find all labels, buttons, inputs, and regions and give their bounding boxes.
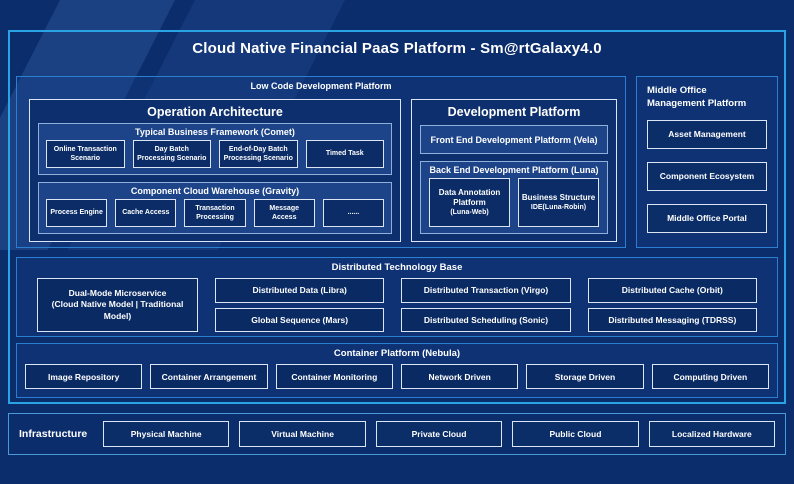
main-frame: Cloud Native Financial PaaS Platform - S… bbox=[8, 30, 786, 404]
infrastructure-panel: Infrastructure Physical Machine Virtual … bbox=[8, 413, 786, 455]
development-platform-box: Development Platform Front End Developme… bbox=[411, 99, 617, 242]
private-cloud-box: Private Cloud bbox=[375, 421, 503, 447]
distributed-technology-base-label: Distributed Technology Base bbox=[331, 262, 463, 273]
low-code-development-platform-panel: Low Code Development Platform Operation … bbox=[16, 76, 626, 248]
container-platform-panel: Container Platform (Nebula) Image Reposi… bbox=[16, 343, 778, 398]
distributed-column: Distributed Cache (Orbit) Distributed Me… bbox=[587, 278, 757, 332]
dual-mode-microservice-sublabel: (Cloud Native Model | Traditional Model) bbox=[51, 299, 184, 321]
ellipsis-box: ...... bbox=[322, 199, 385, 227]
network-driven-box: Network Driven bbox=[400, 364, 519, 389]
distributed-column: Distributed Transaction (Virgo) Distribu… bbox=[401, 278, 571, 332]
middle-office-portal-box: Middle Office Portal bbox=[647, 203, 767, 233]
front-end-development-platform-box: Front End Development Platform (Vela) bbox=[420, 125, 608, 154]
component-cloud-warehouse-panel: Component Cloud Warehouse (Gravity) Proc… bbox=[38, 182, 392, 234]
transaction-processing-box: Transaction Processing bbox=[184, 199, 246, 227]
back-end-development-platform-title: Back End Development Platform (Luna) bbox=[429, 165, 599, 175]
container-monitoring-box: Container Monitoring bbox=[275, 364, 393, 389]
day-batch-processing-scenario-box: Day Batch Processing Scenario bbox=[132, 140, 211, 168]
distributed-cache-box: Distributed Cache (Orbit) bbox=[587, 278, 757, 303]
distributed-technology-base-panel: Distributed Technology Base Dual-Mode Mi… bbox=[16, 257, 778, 337]
image-repository-box: Image Repository bbox=[25, 364, 143, 389]
middle-office-label: Middle Office Management Platform bbox=[647, 85, 747, 109]
asset-management-box: Asset Management bbox=[647, 119, 767, 149]
component-ecosystem-box: Component Ecosystem bbox=[647, 161, 767, 191]
business-structure-ide-box: Business Structure IDE(Luna-Robin) bbox=[518, 178, 599, 227]
physical-machine-box: Physical Machine bbox=[103, 421, 230, 447]
infrastructure-label: Infrastructure bbox=[19, 428, 88, 440]
data-annotation-platform-label: Data Annotation Platform bbox=[438, 187, 501, 207]
back-end-row: Data Annotation Platform (Luna-Web) Busi… bbox=[421, 178, 607, 233]
operation-architecture-box: Operation Architecture Typical Business … bbox=[29, 99, 401, 242]
distributed-technology-row: Dual-Mode Microservice (Cloud Native Mod… bbox=[17, 278, 777, 332]
dual-mode-microservice-box: Dual-Mode Microservice (Cloud Native Mod… bbox=[37, 278, 198, 332]
cache-access-box: Cache Access bbox=[115, 199, 177, 227]
localized-hardware-box: Localized Hardware bbox=[648, 421, 776, 447]
business-structure-ide-label: Business Structure bbox=[521, 192, 596, 202]
business-structure-ide-sublabel: IDE(Luna-Robin) bbox=[530, 204, 587, 212]
container-platform-row: Image Repository Container Arrangement C… bbox=[17, 364, 777, 389]
low-code-platform-label: Low Code Development Platform bbox=[250, 81, 392, 91]
computing-driven-box: Computing Driven bbox=[651, 364, 769, 389]
component-cloud-warehouse-title: Component Cloud Warehouse (Gravity) bbox=[130, 186, 300, 196]
development-platform-title: Development Platform bbox=[447, 105, 581, 119]
distributed-messaging-box: Distributed Messaging (TDRSS) bbox=[587, 307, 757, 332]
back-end-development-platform-panel: Back End Development Platform (Luna) Dat… bbox=[420, 161, 608, 234]
online-transaction-scenario-box: Online Transaction Scenario bbox=[46, 140, 125, 168]
end-of-day-batch-processing-scenario-box: End-of-Day Batch Processing Scenario bbox=[219, 140, 298, 168]
container-arrangement-box: Container Arrangement bbox=[150, 364, 268, 389]
process-engine-box: Process Engine bbox=[46, 199, 108, 227]
typical-business-framework-panel: Typical Business Framework (Comet) Onlin… bbox=[38, 123, 392, 175]
container-platform-label: Container Platform (Nebula) bbox=[333, 348, 461, 359]
data-annotation-platform-box: Data Annotation Platform (Luna-Web) bbox=[429, 178, 510, 227]
distributed-transaction-box: Distributed Transaction (Virgo) bbox=[401, 278, 571, 303]
global-sequence-box: Global Sequence (Mars) bbox=[215, 307, 385, 332]
message-access-box: Message Access bbox=[253, 199, 315, 227]
operation-architecture-title: Operation Architecture bbox=[147, 105, 283, 119]
timed-task-box: Timed Task bbox=[305, 140, 384, 168]
component-cloud-warehouse-row: Process Engine Cache Access Transaction … bbox=[39, 199, 391, 233]
dual-mode-microservice-label: Dual-Mode Microservice bbox=[68, 287, 167, 298]
page-title: Cloud Native Financial PaaS Platform - S… bbox=[192, 40, 602, 57]
distributed-scheduling-box: Distributed Scheduling (Sonic) bbox=[401, 307, 571, 332]
public-cloud-box: Public Cloud bbox=[512, 421, 639, 447]
virtual-machine-box: Virtual Machine bbox=[239, 421, 366, 447]
distributed-column: Distributed Data (Libra) Global Sequence… bbox=[215, 278, 385, 332]
data-annotation-platform-sublabel: (Luna-Web) bbox=[450, 209, 489, 217]
distributed-data-box: Distributed Data (Libra) bbox=[215, 278, 385, 303]
storage-driven-box: Storage Driven bbox=[526, 364, 644, 389]
typical-business-framework-title: Typical Business Framework (Comet) bbox=[135, 127, 295, 137]
middle-office-management-platform-panel: Middle Office Management Platform Asset … bbox=[636, 76, 778, 248]
typical-business-framework-row: Online Transaction Scenario Day Batch Pr… bbox=[39, 140, 391, 174]
